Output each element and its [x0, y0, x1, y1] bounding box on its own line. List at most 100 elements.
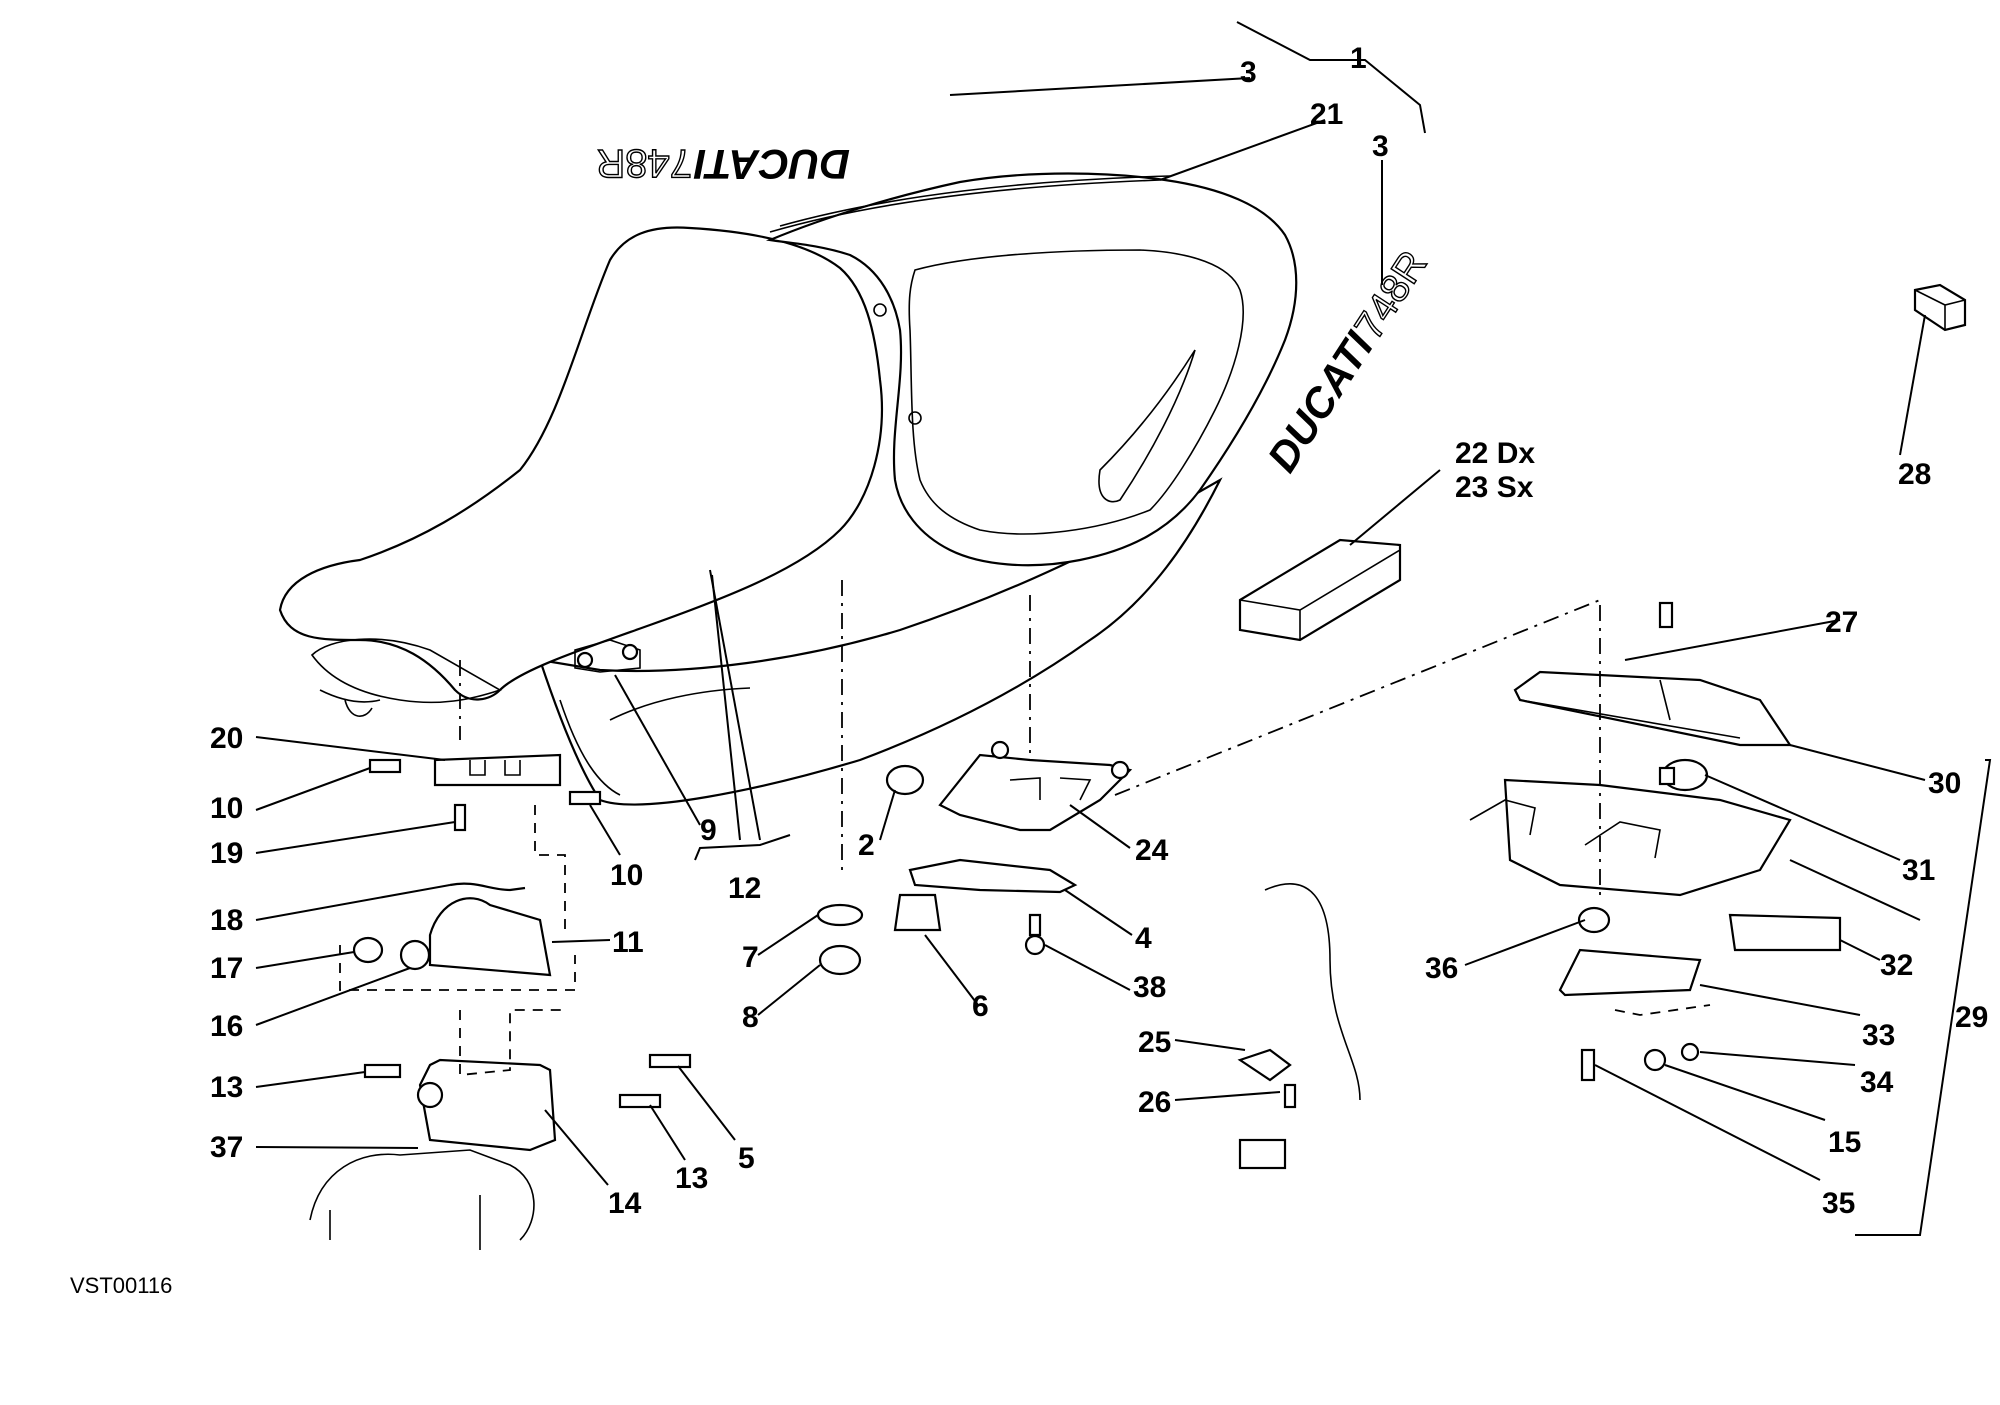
- bracket-bolt: [990, 740, 1010, 760]
- bulb-base: [1658, 766, 1676, 786]
- frame-fragment: [309, 1149, 535, 1250]
- leader-12b: [711, 574, 741, 841]
- decal-brand-text: DUCATI: [693, 141, 850, 188]
- callout-18: 18: [210, 904, 243, 937]
- leader-13b: [649, 1104, 686, 1161]
- housing-clips: [1469, 799, 1661, 859]
- screw-38: [1028, 913, 1042, 937]
- leader-27: [1624, 619, 1841, 661]
- side-pad-edges: [1239, 549, 1401, 640]
- callout-37: 37: [210, 1131, 243, 1164]
- leader-15: [1664, 1064, 1826, 1121]
- screw-10a: [368, 758, 402, 774]
- screw-26: [1283, 1083, 1297, 1109]
- callout-10-right: 10: [610, 859, 643, 892]
- brace-12: [694, 834, 791, 861]
- cowl-inner-panel: [908, 249, 1244, 535]
- screw-10b: [568, 790, 602, 806]
- callout-3-top: 3: [1240, 56, 1257, 89]
- bolt-5: [648, 1053, 692, 1069]
- small-parts: [309, 283, 1967, 1250]
- leader-5: [677, 1065, 736, 1141]
- tab-bolt-left: [576, 651, 594, 669]
- nut-15: [1643, 1048, 1667, 1072]
- callout-23: 23 Sx: [1455, 471, 1534, 504]
- callout-11: 11: [612, 926, 644, 959]
- rivet-27: [1658, 601, 1674, 629]
- leader-8: [757, 964, 821, 1016]
- callout-26: 26: [1138, 1086, 1171, 1119]
- leader-11: [551, 939, 611, 943]
- guide-30: [1114, 599, 1601, 796]
- clamp-25: [1237, 1048, 1292, 1082]
- callout-31: 31: [1902, 854, 1935, 887]
- plug-6: [893, 893, 942, 932]
- seat-bracket: [938, 753, 1133, 832]
- washer-34: [1680, 1042, 1700, 1062]
- bracket-20-slots: [469, 760, 521, 776]
- leader-10a: [255, 767, 371, 811]
- callout-15: 15: [1828, 1126, 1861, 1159]
- decal-model-text: 748R: [596, 141, 692, 185]
- callout-35: 35: [1822, 1187, 1855, 1220]
- leader-26: [1174, 1091, 1281, 1101]
- leader-13a: [255, 1071, 366, 1088]
- leader-37: [255, 1146, 419, 1149]
- cowl-side-panel: [1098, 349, 1196, 503]
- tail-light-lens: [1513, 670, 1793, 747]
- bush-17: [352, 936, 384, 964]
- screw-35: [1580, 1048, 1596, 1082]
- leader-30: [1789, 744, 1926, 781]
- leader-32: [1839, 939, 1881, 961]
- callout-27: 27: [1825, 606, 1858, 639]
- leader-29b: [1789, 859, 1921, 921]
- grommet-7: [816, 903, 864, 927]
- upside-down-decal: DUCATI 748R: [596, 140, 850, 188]
- callout-28: 28: [1898, 458, 1931, 491]
- callout-1: 1: [1350, 42, 1367, 75]
- callout-5: 5: [738, 1142, 755, 1175]
- callout-33: 33: [1862, 1019, 1895, 1052]
- leader-2: [879, 789, 896, 841]
- light-housing: [1503, 778, 1792, 897]
- cable-18: [449, 882, 526, 892]
- callout-labels: 1 3 21 3 22 Dx 23 Sx 28 27 30 31 32 29 3…: [210, 42, 1988, 1220]
- leader-36: [1464, 919, 1586, 966]
- grommet-36: [1577, 906, 1611, 934]
- leader-25: [1174, 1039, 1246, 1051]
- callout-34: 34: [1860, 1066, 1894, 1099]
- assembly-guides: [339, 580, 1711, 1076]
- screw-19: [453, 803, 467, 832]
- leader-9: [614, 674, 701, 826]
- leader-14: [544, 1109, 609, 1186]
- callout-21: 21: [1310, 98, 1343, 131]
- callout-8: 8: [742, 1001, 759, 1034]
- rider-seat-pad: [278, 226, 883, 701]
- bolt-13b: [618, 1093, 662, 1109]
- leader-10b: [589, 804, 621, 856]
- callout-10-left: 10: [210, 792, 243, 825]
- hinge-11: [428, 897, 552, 977]
- spring-16: [399, 939, 431, 971]
- leader-35: [1594, 1064, 1821, 1181]
- callout-38: 38: [1133, 971, 1166, 1004]
- callout-29: 29: [1955, 1001, 1988, 1034]
- cowl-top-stripes: [769, 175, 1171, 233]
- leader-21: [1159, 119, 1326, 181]
- callout-3-right: 3: [1372, 130, 1389, 163]
- leader-12a: [709, 569, 761, 841]
- callout-22: 22 Dx: [1455, 437, 1535, 470]
- callout-25: 25: [1138, 1026, 1171, 1059]
- leader-31: [1704, 774, 1901, 861]
- mount-plate: [908, 858, 1078, 894]
- screw-38-head: [1024, 934, 1046, 956]
- seat-assembly: [278, 172, 1298, 806]
- rider-seat-underside: [310, 638, 502, 704]
- guide-hinge: [339, 805, 576, 1076]
- callout-4: 4: [1135, 922, 1152, 955]
- leader-6: [924, 934, 979, 1006]
- callout-32: 32: [1880, 949, 1913, 982]
- leader-4: [1064, 889, 1133, 936]
